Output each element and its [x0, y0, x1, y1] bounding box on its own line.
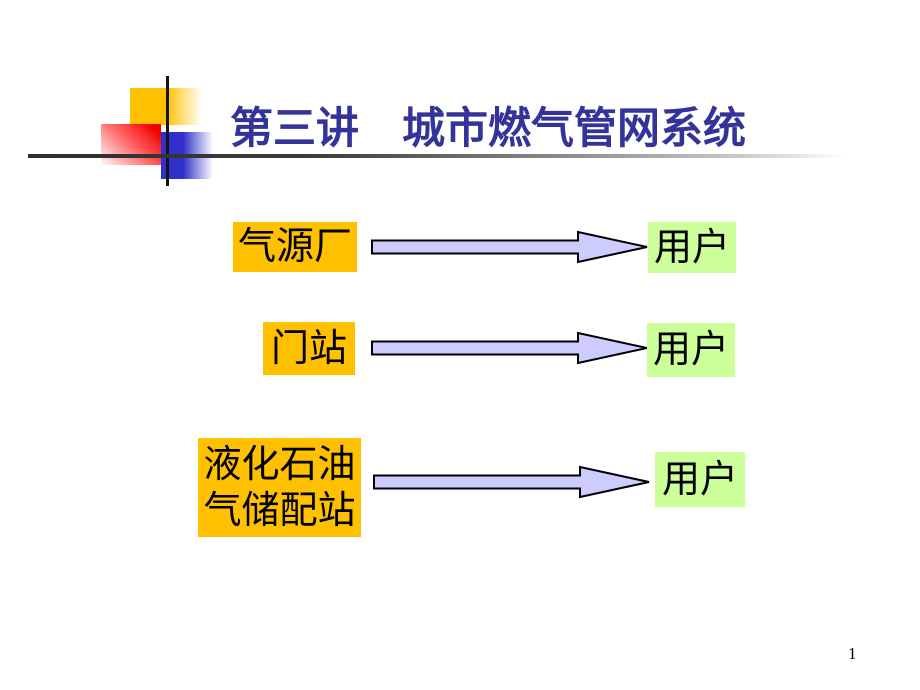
flow-arrow-row3	[373, 465, 650, 499]
arrow-shape	[371, 331, 648, 365]
source-box-gate-station: 门站	[263, 322, 355, 375]
target-box-user-2: 用户	[647, 323, 735, 377]
title-divider-line	[28, 154, 846, 158]
source-box-label: 气源厂	[237, 226, 352, 268]
source-box-gas-plant: 气源厂	[233, 222, 357, 272]
source-box-label: 液化石油	[203, 443, 356, 486]
source-box-label-line2: 气储配站	[203, 489, 356, 532]
flow-arrow-row1	[371, 230, 648, 264]
flow-arrow-row2	[371, 331, 648, 365]
page-number: 1	[848, 644, 857, 663]
target-box-label: 用户	[661, 458, 738, 501]
target-box-user-1: 用户	[648, 222, 736, 273]
target-box-label: 用户	[652, 329, 729, 371]
decor-red-square	[101, 124, 161, 165]
source-box-label: 门站	[270, 327, 347, 370]
decor-vertical-line	[166, 76, 169, 186]
slide-title: 第三讲 城市燃气管网系统	[230, 106, 746, 153]
arrow-shape	[373, 465, 650, 499]
target-box-user-3: 用户	[655, 452, 745, 507]
target-box-label: 用户	[653, 226, 730, 269]
source-box-lpg-station: 液化石油 气储配站	[198, 438, 361, 537]
arrow-shape	[371, 230, 648, 264]
